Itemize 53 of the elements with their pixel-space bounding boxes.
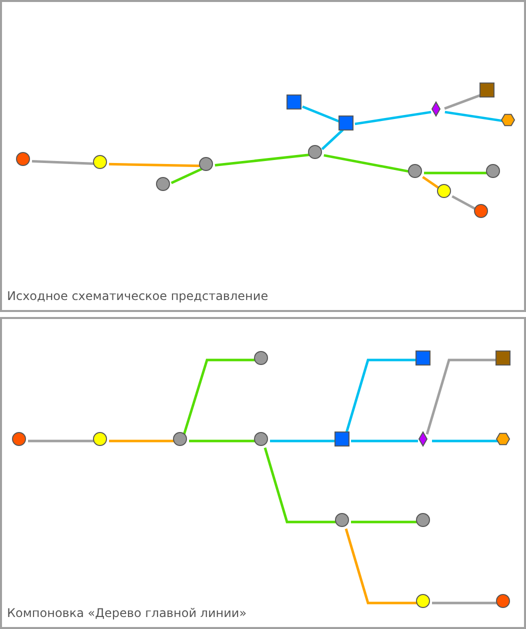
circle-node (155, 176, 171, 192)
circle-node (415, 593, 431, 609)
connector-line (344, 528, 418, 604)
connector-line (324, 154, 410, 173)
connector-line (351, 440, 418, 442)
connector-line (270, 440, 337, 442)
panel-caption: Исходное схематическое представление (7, 289, 268, 303)
connector-line (108, 162, 202, 168)
circle-node (473, 203, 489, 219)
circle-node (253, 431, 269, 447)
hexagon-node (495, 431, 511, 447)
connector-line (444, 110, 504, 122)
square-node (286, 94, 302, 110)
circle-node (495, 593, 511, 609)
circle-node (172, 431, 188, 447)
connector-line (422, 176, 441, 190)
circle-node (334, 512, 350, 528)
circle-node (253, 350, 269, 366)
circle-node (485, 163, 501, 179)
circle-node (15, 151, 31, 167)
circle-node (415, 512, 431, 528)
connector-line (214, 154, 310, 166)
connector-line (432, 440, 498, 442)
square-node (415, 350, 431, 366)
connector-line (264, 447, 337, 524)
connector-line (189, 440, 256, 442)
connector-line (424, 172, 488, 174)
connector-line (32, 160, 96, 165)
square-node (495, 350, 511, 366)
connector-line (182, 358, 256, 435)
circle-node (436, 183, 452, 199)
connector-line (426, 358, 498, 435)
connector-line (28, 440, 95, 442)
connector-line (351, 520, 418, 524)
panel-caption: Компоновка «Дерево главной линии» (7, 606, 247, 620)
connector-line (452, 195, 478, 211)
square-node (334, 431, 350, 447)
connector-line (170, 168, 202, 184)
connector-line (354, 110, 432, 126)
circle-node (407, 163, 423, 179)
diagram-panel (0, 0, 526, 312)
connector-line (432, 602, 498, 604)
connector-line (109, 440, 175, 442)
circle-node (198, 156, 214, 172)
circle-node (11, 431, 27, 447)
circle-node (92, 154, 108, 170)
connector-line (321, 128, 344, 150)
diagram-panel (0, 317, 526, 629)
circle-node (92, 431, 108, 447)
circle-node (307, 144, 323, 160)
square-node (338, 115, 354, 131)
square-node (479, 82, 495, 98)
hexagon-node (500, 112, 516, 128)
